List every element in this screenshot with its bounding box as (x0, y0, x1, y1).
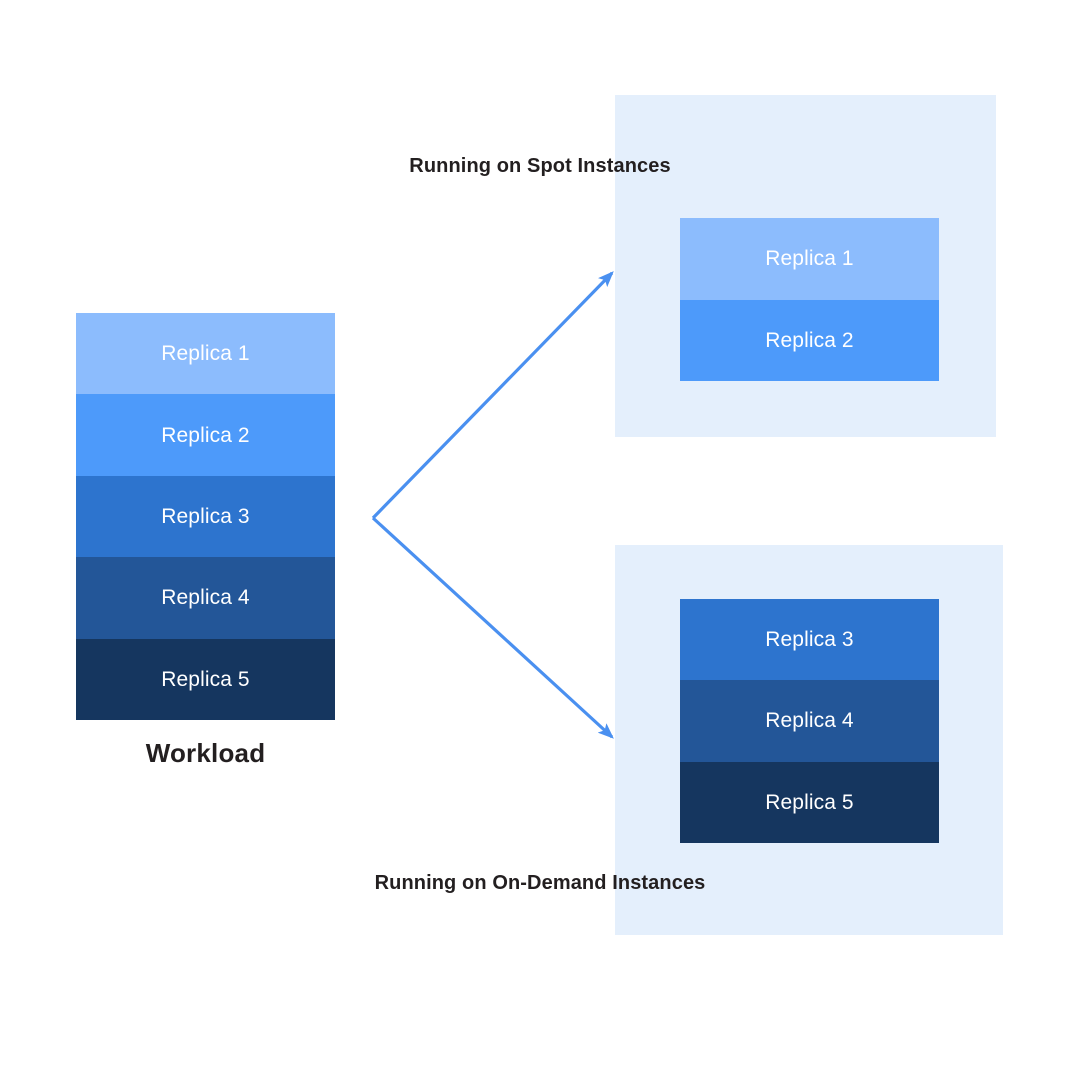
workload-replica-4: Replica 4 (76, 557, 335, 639)
ondemand-replica-2: Replica 4 (680, 680, 939, 762)
replica-label: Replica 5 (161, 667, 250, 691)
ondemand-replica-3: Replica 5 (680, 761, 939, 843)
workload-replica-stack: Replica 1 Replica 2 Replica 3 Replica 4 Repl… (76, 313, 335, 720)
arrow-to-ondemand-icon (371, 516, 614, 739)
workload-replica-3: Replica 3 (76, 475, 335, 558)
replica-label: Replica 2 (161, 423, 250, 447)
spot-replica-stack: Replica 1 Replica 2 (680, 218, 939, 381)
spot-replica-1: Replica 1 (680, 218, 939, 300)
replica-label: Replica 1 (161, 342, 250, 366)
replica-label: Replica 3 (765, 628, 854, 652)
workload-replica-1: Replica 1 (76, 313, 335, 395)
spot-instances-title: Running on Spot Instances (409, 155, 671, 177)
ondemand-instances-title: Running on On-Demand Instances (374, 872, 706, 894)
workload-replica-5: Replica 5 (76, 638, 335, 720)
replica-label: Replica 4 (161, 586, 250, 610)
replica-label: Replica 2 (765, 328, 854, 352)
replica-label: Replica 4 (765, 709, 854, 733)
replica-label: Replica 5 (765, 790, 854, 814)
ondemand-replica-stack: Replica 3 Replica 4 Replica 5 (680, 599, 939, 843)
arrow-to-spot-icon (371, 271, 614, 520)
spot-replica-2: Replica 2 (680, 299, 939, 381)
workload-group: Replica 1 Replica 2 Replica 3 Replica 4 Repl… (76, 313, 335, 768)
replica-label: Replica 1 (765, 247, 854, 271)
ondemand-replica-1: Replica 3 (680, 599, 939, 681)
workload-label: Workload (145, 738, 266, 768)
workload-replica-2: Replica 2 (76, 394, 335, 476)
replica-label: Replica 3 (161, 504, 250, 528)
